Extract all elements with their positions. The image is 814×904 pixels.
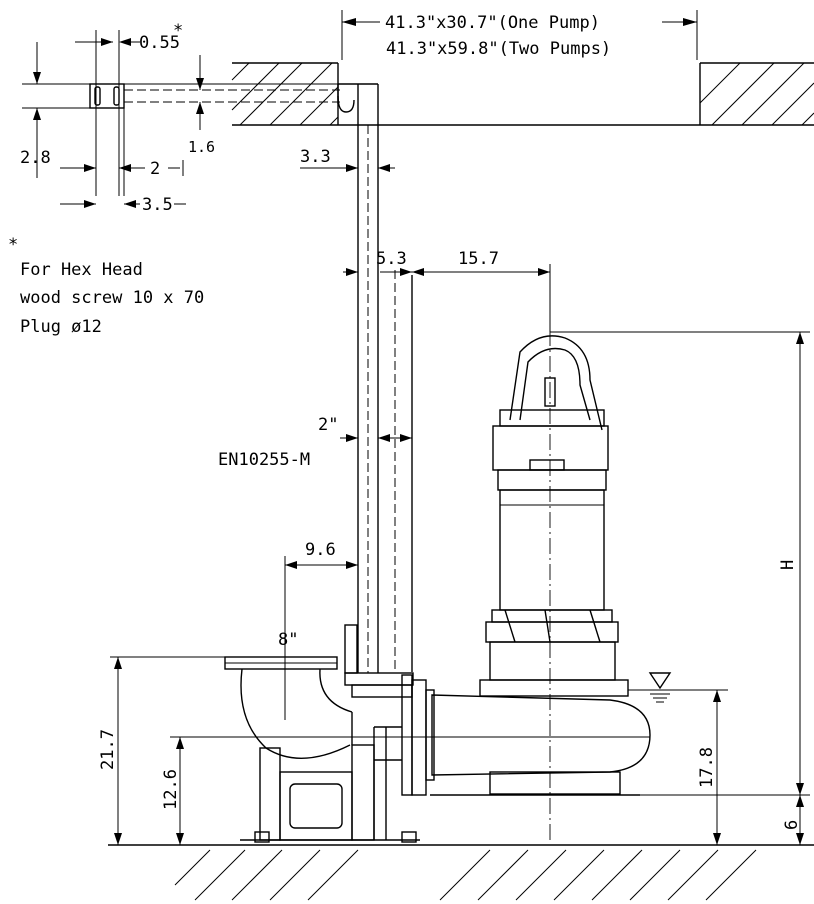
pipe-standard-label: EN10255-M bbox=[218, 450, 310, 470]
left-dims: 21.7 12.6 bbox=[98, 656, 432, 845]
pump-body bbox=[425, 330, 651, 840]
note-line-1: For Hex Head bbox=[20, 260, 143, 280]
note-line-3: Plug ø12 bbox=[20, 317, 102, 337]
floor bbox=[108, 844, 814, 901]
level-height-label: 17.8 bbox=[697, 747, 717, 788]
inlet-height-label: 12.6 bbox=[161, 769, 181, 810]
pit-one-pump-label: 41.3"x30.7"(One Pump) bbox=[385, 13, 600, 33]
pit-two-pumps-label: 41.3"x59.8"(Two Pumps) bbox=[386, 39, 611, 59]
guide-rails bbox=[337, 83, 413, 673]
pipe-dim: 2" EN10255-M bbox=[218, 415, 412, 470]
screw-note: * For Hex Head wood screw 10 x 70 Plug ø… bbox=[8, 235, 204, 337]
discharge-offset-dim: 9.6 bbox=[284, 540, 358, 720]
base-height-label: 6 bbox=[782, 820, 802, 830]
right-dims: H 6 17.8 bbox=[550, 331, 810, 845]
guide-pipe-label: 2" bbox=[318, 415, 338, 435]
bracket-asterisk: * bbox=[173, 21, 183, 41]
rail-gap-label: 5.3 bbox=[376, 249, 407, 269]
bracket-detail: 0.55 * 2.8 1.6 2 3.5 bbox=[20, 21, 340, 215]
pump-offset-label: 15.7 bbox=[458, 249, 499, 269]
discharge-elbow bbox=[224, 624, 427, 843]
discharge-offset-label: 9.6 bbox=[305, 540, 336, 560]
pit-dimension: 41.3"x30.7"(One Pump) 41.3"x59.8"(Two Pu… bbox=[341, 10, 698, 60]
wall-offset-label: 3.3 bbox=[300, 147, 331, 167]
bracket-total-label: 3.5 bbox=[142, 195, 173, 215]
discharge-size-label: 8" bbox=[278, 630, 298, 650]
bracket-width-label: 0.55 bbox=[139, 33, 180, 53]
top-slab bbox=[231, 62, 814, 126]
top-offset-dims: 5.3 15.7 bbox=[343, 249, 551, 332]
bracket-offset-label: 1.6 bbox=[188, 138, 215, 156]
pump-height-label: H bbox=[778, 560, 798, 570]
bracket-spacing-label: 2 bbox=[150, 159, 160, 179]
outlet-height-label: 21.7 bbox=[98, 729, 118, 770]
note-line-2: wood screw 10 x 70 bbox=[20, 288, 204, 308]
wall-offset-dim: 3.3 bbox=[300, 147, 395, 172]
note-asterisk: * bbox=[8, 235, 18, 255]
bracket-height-label: 2.8 bbox=[20, 148, 51, 168]
